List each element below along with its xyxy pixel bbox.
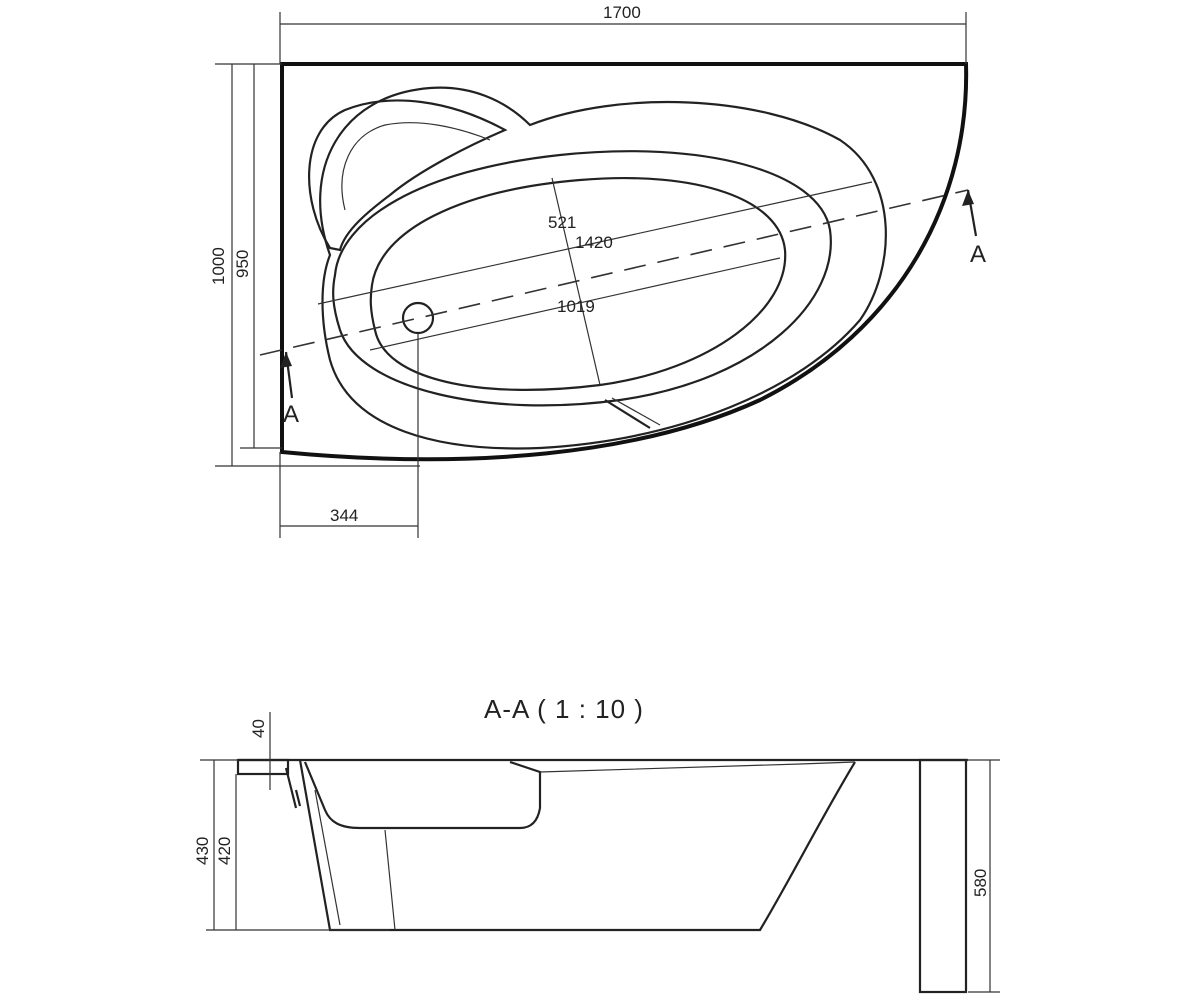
dim-label-1420: 1420 (575, 233, 613, 252)
section-arrow-right-head (962, 190, 974, 206)
dim-label-430: 430 (193, 837, 212, 865)
dim-label-950: 950 (233, 250, 252, 278)
dim-label-344: 344 (330, 506, 358, 525)
plan-outer-contour (280, 62, 969, 462)
dim-label-580: 580 (971, 869, 990, 897)
section-tub-inner-wall-2 (384, 829, 396, 931)
plan-step-line (604, 399, 651, 429)
dim-label-521: 521 (548, 213, 576, 232)
dim-label-1700: 1700 (603, 3, 641, 22)
section-rim-left (236, 758, 290, 776)
section-title: A-A ( 1 : 10 ) (484, 694, 644, 724)
drain-circle (401, 301, 435, 335)
section-arrow-left-head (280, 352, 292, 368)
plan-basin-outer (332, 150, 832, 407)
section-tub-seat (303, 760, 542, 830)
section-marker-right: A (970, 241, 986, 268)
dim-label-420: 420 (215, 837, 234, 865)
plan-view: 1700 1000 950 344 521 1420 1019 A A (209, 3, 986, 538)
dim-line-1019 (369, 257, 781, 351)
section-marker-left: A (283, 401, 299, 428)
plan-basin-bottom (369, 176, 787, 391)
dim-line-1420 (317, 181, 873, 305)
plan-rim-contour (319, 86, 887, 450)
plan-headrest (308, 99, 508, 252)
plan-step-line-2 (611, 397, 661, 426)
dim-label-1019: 1019 (557, 297, 595, 316)
section-apron-1 (284, 767, 298, 809)
section-tub-outer (298, 759, 856, 932)
section-right-rim (539, 761, 856, 773)
section-tub-inner-wall (314, 789, 341, 926)
section-line-a-a (259, 189, 969, 356)
dim-line-521 (551, 177, 601, 386)
dim-label-40: 40 (249, 719, 268, 738)
section-support-leg (918, 758, 968, 994)
section-view: A-A ( 1 : 10 ) 40 430 420 58 (193, 694, 1000, 994)
dim-label-1000: 1000 (209, 247, 228, 285)
section-apron-2 (294, 789, 302, 807)
plan-headrest-inner (341, 122, 491, 211)
